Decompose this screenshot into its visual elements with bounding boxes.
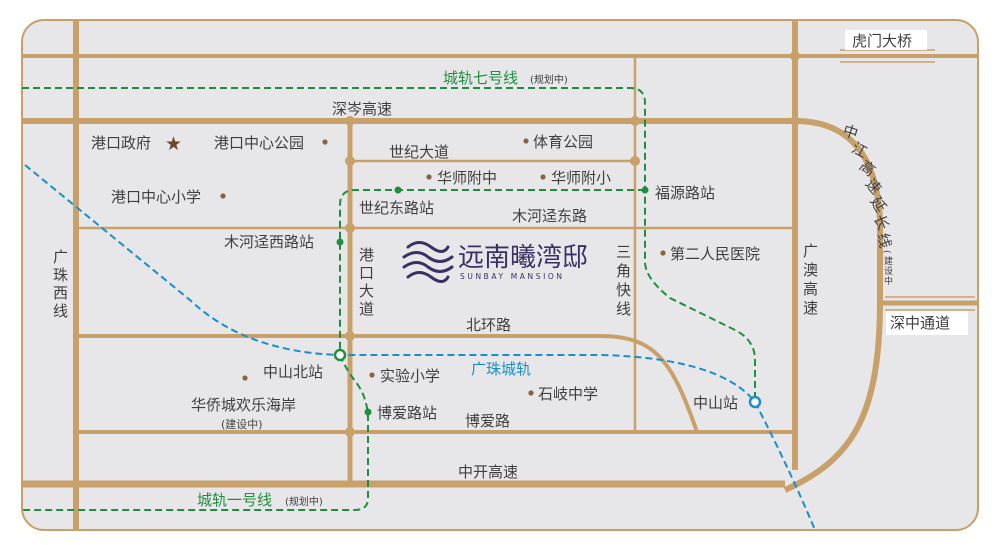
road-label-humen-bridge: 虎门大桥 <box>852 32 912 50</box>
road-beihuan-curve <box>599 334 699 433</box>
station-fuyuan <box>641 186 649 194</box>
metro-label-line1: 城轨一号线 <box>197 491 272 509</box>
svg-text:快: 快 <box>616 281 631 299</box>
poi-label-hospital: 第二人民医院 <box>670 245 760 263</box>
svg-text:道: 道 <box>359 300 374 318</box>
road-label-gangkou-avenue: 港 口 大 道 <box>359 246 374 318</box>
metro-label-line1-note: (规划中) <box>285 495 323 508</box>
station-label-zhongshan-north: 中山北站 <box>263 363 323 381</box>
svg-text:中: 中 <box>841 121 861 143</box>
station-label-muhe-west: 木河迳西路站 <box>224 233 314 251</box>
svg-text:线: 线 <box>616 300 631 318</box>
svg-text:速: 速 <box>803 299 818 317</box>
road-label-zhongkai: 中开高速 <box>458 463 518 481</box>
station-shiji-east <box>394 186 402 194</box>
poi-label-huaqiao-note: (建设中) <box>221 417 263 431</box>
metro-line7-branch <box>339 189 645 355</box>
metro-line1 <box>22 354 369 511</box>
station-label-zhongshan: 中山站 <box>693 394 738 412</box>
svg-text:角: 角 <box>616 262 631 280</box>
road-label-zhongjiang: 中 江 高 速 延 长 线 <box>841 121 895 249</box>
road-label-zhongjiang-note: ( 建 设 中 <box>881 250 893 287</box>
metro-label-guangzhu: 广珠城轨 <box>471 360 531 378</box>
poi-dot-hs-affiliated <box>426 174 432 180</box>
svg-text:广: 广 <box>53 248 68 266</box>
road-label-shenzhong: 深中通道 <box>890 314 950 332</box>
svg-text:珠: 珠 <box>53 266 68 284</box>
svg-text:设: 设 <box>884 266 893 277</box>
poi-dot-huaqiao <box>242 375 248 381</box>
svg-text:西: 西 <box>53 284 68 302</box>
project-logo: 远南曦湾邸 SUNBAY MANSION <box>402 241 588 283</box>
svg-text:澳: 澳 <box>803 261 818 279</box>
poi-dot-stadium <box>523 138 529 144</box>
wave-icon <box>402 241 454 283</box>
svg-text:线: 线 <box>874 231 895 249</box>
poi-label-hs-primary: 华师附小 <box>551 169 611 187</box>
road-network <box>22 20 978 530</box>
poi-label-park: 港口中心公园 <box>214 134 304 152</box>
road-junctions <box>345 51 800 437</box>
station-muhe-west <box>336 238 344 246</box>
svg-text:长: 长 <box>870 212 892 233</box>
metro-guangzhu-intercity <box>24 164 816 530</box>
poi-label-gk-primary: 港口中心小学 <box>111 188 201 206</box>
road-label-shencen: 深岑高速 <box>332 100 392 118</box>
poi-label-shiqi: 石岐中学 <box>538 385 598 403</box>
station-boai <box>364 408 372 416</box>
svg-text:高: 高 <box>803 280 818 298</box>
project-name-cn: 远南曦湾邸 <box>458 243 588 273</box>
road-label-beihuan: 北环路 <box>466 316 511 334</box>
road-label-shiji: 世纪大道 <box>389 143 449 161</box>
road-label-boai: 博爱路 <box>465 412 510 430</box>
svg-text:(: ( <box>881 250 891 254</box>
svg-text:线: 线 <box>53 302 68 320</box>
svg-text:三: 三 <box>616 243 631 261</box>
poi-dot-gk-primary <box>220 193 226 199</box>
map-frame <box>21 19 979 531</box>
svg-text:大: 大 <box>359 282 374 300</box>
station-zhongshan-north <box>333 348 347 362</box>
poi-label-exp-primary: 实验小学 <box>380 367 440 385</box>
poi-label-gov: 港口政府 <box>91 134 151 152</box>
road-label-muhe-east: 木河迳东路 <box>512 207 587 225</box>
svg-text:建: 建 <box>884 255 893 267</box>
road-label-sanjiao: 三 角 快 线 <box>616 243 631 318</box>
poi-dot-exp-primary <box>369 372 375 378</box>
svg-text:港: 港 <box>359 246 374 264</box>
station-label-boai: 博爱路站 <box>377 404 437 422</box>
poi-dot-shiqi <box>528 390 534 396</box>
station-zhongshan <box>748 395 762 409</box>
road-zhongjiang-extension <box>783 118 883 493</box>
metro-line7 <box>22 87 756 402</box>
svg-text:江: 江 <box>849 139 871 162</box>
poi-dot-park <box>322 139 328 145</box>
road-label-guangzhu-west: 广 珠 西 线 <box>53 248 68 320</box>
poi-label-stadium: 体育公园 <box>533 133 593 151</box>
star-icon: ★ <box>165 133 182 155</box>
metro-label-line7-note: (规划中) <box>530 73 568 86</box>
poi-label-huaqiao: 华侨城欢乐海岸 <box>191 396 296 414</box>
station-label-shiji-east: 世纪东路站 <box>359 199 434 217</box>
svg-text:口: 口 <box>359 264 374 282</box>
road-label-guangao: 广 澳 高 速 <box>803 242 818 317</box>
poi-label-hs-affiliated: 华师附中 <box>437 169 497 187</box>
svg-text:中: 中 <box>884 275 893 287</box>
poi-dot-hospital <box>660 250 666 256</box>
svg-text:广: 广 <box>803 242 818 260</box>
station-label-fuyuan: 福源路站 <box>655 184 715 202</box>
project-name-en: SUNBAY MANSION <box>460 272 565 281</box>
metro-label-line7: 城轨七号线 <box>443 69 518 87</box>
poi-dot-hs-primary <box>540 174 546 180</box>
